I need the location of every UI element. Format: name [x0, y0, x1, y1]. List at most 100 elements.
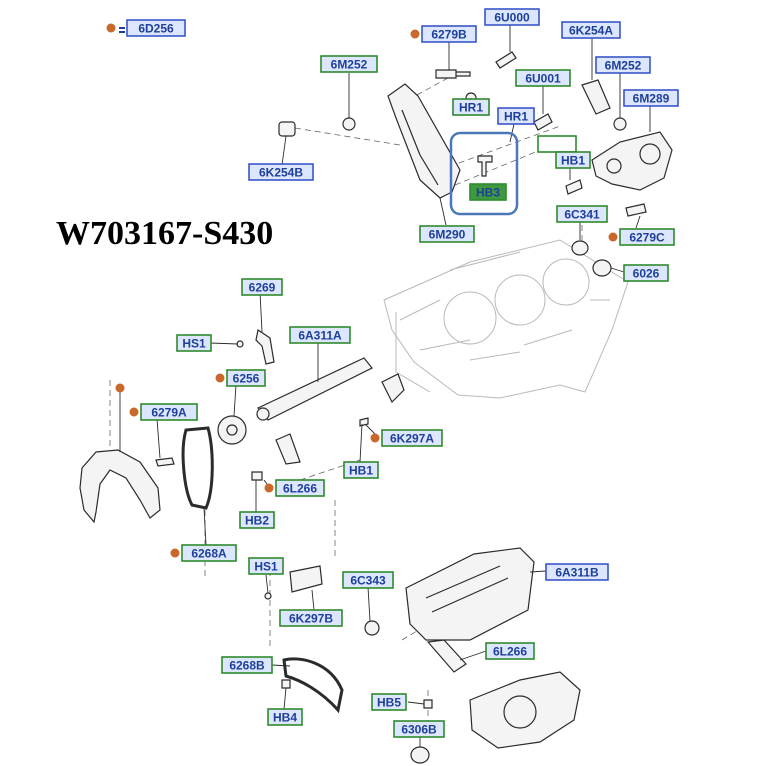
callout-6256: 6256 — [215, 369, 266, 387]
callout-box — [289, 326, 351, 344]
callout-box — [241, 278, 283, 296]
callout-box — [421, 25, 477, 43]
callout-6k254b: 6K254B — [248, 163, 314, 181]
callout-text: 6K254B — [259, 166, 303, 180]
callout-text: 6U000 — [494, 11, 530, 25]
callout-box — [485, 642, 535, 660]
callout-box — [452, 98, 490, 116]
timing-chain-6268a — [181, 426, 214, 510]
bolt-hb3 — [477, 155, 493, 177]
pulley-6306b — [410, 746, 430, 764]
callout-text: HB2 — [245, 514, 269, 528]
orange-dot-icon — [129, 407, 139, 417]
part-number-headline: W703167-S430 — [56, 215, 273, 252]
chain-guide-6k297a — [381, 373, 405, 404]
callout-6268b: 6268B — [221, 656, 273, 674]
callout-text: 6256 — [233, 372, 260, 386]
o-ring-6m252b — [613, 117, 627, 131]
bolt-6279b — [435, 69, 471, 79]
callout-6c343: 6C343 — [342, 571, 394, 589]
callout-text: 6L266 — [283, 482, 317, 496]
callout-text: 6279A — [151, 406, 187, 420]
callout-box — [381, 429, 443, 447]
callout-text: 6279B — [431, 28, 467, 42]
callout-6k254a: 6K254A — [561, 21, 621, 39]
callout-box — [469, 183, 507, 201]
callout-box — [248, 557, 284, 575]
callout-text: 6306B — [401, 723, 437, 737]
callout-hb1: HB1 — [343, 461, 379, 479]
orange-dot-icon — [608, 232, 618, 242]
bolt-hb2 — [251, 471, 263, 481]
callout-box — [342, 571, 394, 589]
bolt-hs1-lower — [264, 592, 272, 600]
callout-text: 6A311A — [298, 329, 342, 343]
sensor-6k254a — [581, 79, 611, 115]
tensioner-6l266b — [426, 639, 467, 673]
callout-6026: 6026 — [623, 264, 669, 282]
callout-box — [267, 708, 303, 726]
legend-label: 6D256 — [138, 22, 174, 36]
callout-box — [419, 225, 475, 243]
callout-box — [181, 544, 237, 562]
callout-6c341: 6C341 — [556, 205, 608, 223]
callout-box — [239, 511, 275, 529]
engine-block — [383, 239, 629, 399]
orange-dot-icon — [106, 23, 116, 33]
front-cover-gasket — [79, 449, 161, 524]
lower-parts — [264, 547, 581, 764]
bolt-6k254b — [278, 121, 296, 137]
callout-box — [497, 107, 535, 125]
callout-text: 6M290 — [429, 228, 466, 242]
callout-text: 6279C — [629, 231, 665, 245]
chain-guide-6k297b — [289, 565, 323, 593]
callout-6m289: 6M289 — [623, 89, 679, 107]
bolt-hb4 — [281, 679, 291, 689]
callout-6l266: 6L266 — [264, 479, 325, 497]
callout-box — [484, 8, 540, 26]
bolt-6279a — [155, 457, 175, 467]
callout-box — [555, 151, 591, 169]
callout-hs1: HS1 — [176, 334, 212, 352]
callout-box — [343, 461, 379, 479]
callout-box — [371, 693, 407, 711]
o-ring-6m252 — [342, 117, 356, 131]
callout-hs1: HS1 — [248, 557, 284, 575]
callout-text: HB5 — [377, 696, 401, 710]
callout-text: HR1 — [504, 110, 528, 124]
guide-6269 — [255, 329, 275, 365]
bolt-hb1-upper — [565, 179, 583, 195]
empty-callout — [537, 135, 577, 153]
callout-6269: 6269 — [241, 278, 283, 296]
callout-hb1: HB1 — [555, 151, 591, 169]
orange-dot-icon — [115, 383, 125, 393]
callout-box — [176, 334, 212, 352]
callout-text: HR1 — [459, 101, 483, 115]
callout-6l266: 6L266 — [485, 642, 535, 660]
callout-6u001: 6U001 — [515, 69, 571, 87]
callout-hb3: HB3 — [469, 183, 507, 201]
callout-text: 6M289 — [633, 92, 670, 106]
callout-text: 6268A — [191, 547, 227, 561]
camshaft-6a311b — [405, 547, 535, 641]
orange-dot-icon — [410, 29, 420, 39]
callout-6a311a: 6A311A — [289, 326, 351, 344]
callout-6m290: 6M290 — [419, 225, 475, 243]
callout-text: HB1 — [561, 154, 585, 168]
callout-box — [545, 563, 609, 581]
timing-chain-6268b — [282, 657, 344, 714]
callout-hb4: HB4 — [267, 708, 303, 726]
callout-6306b: 6306B — [393, 720, 445, 738]
callout-6268a: 6268A — [170, 544, 237, 562]
bolt-hb1-lower — [359, 417, 369, 427]
callout-text: 6268B — [229, 659, 265, 673]
callout-6m252: 6M252 — [320, 55, 378, 73]
callout-text: 6K254A — [569, 24, 613, 38]
callout-6279b: 6279B — [410, 25, 477, 43]
chain-guide-upper — [387, 83, 461, 199]
bolt-hb5 — [423, 699, 433, 709]
callout-text: 6C343 — [350, 574, 386, 588]
callout-box — [561, 21, 621, 39]
callout-text: 6C341 — [564, 208, 600, 222]
